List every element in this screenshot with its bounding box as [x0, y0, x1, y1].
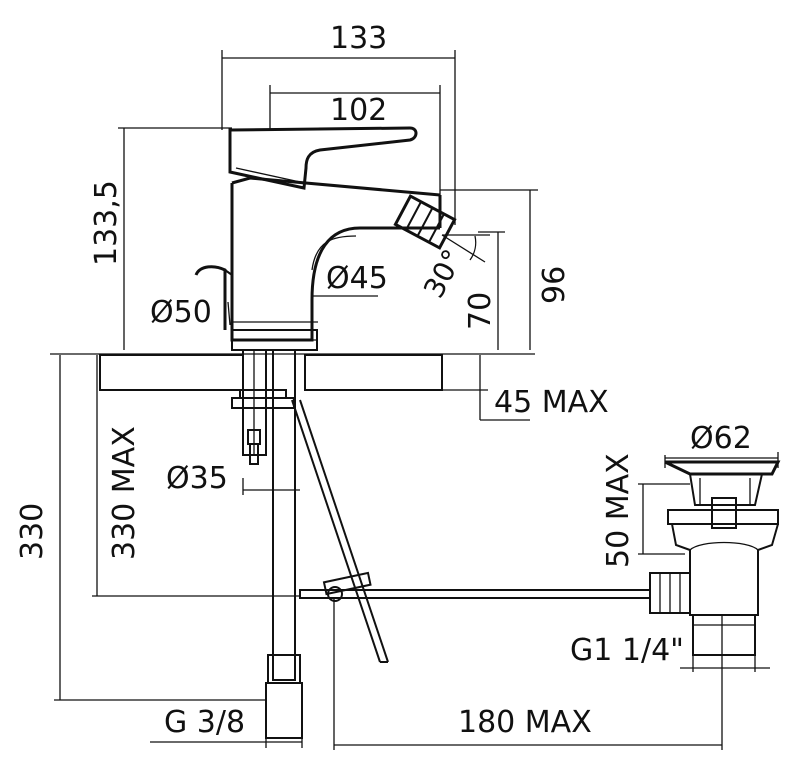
popup-rod — [291, 399, 389, 663]
dim-hose-length: 330 — [15, 503, 50, 560]
dim-height-overall: 133,5 — [89, 180, 124, 266]
dim-width-spout: 102 — [330, 93, 387, 128]
countertop-section — [50, 353, 535, 391]
dim-waste-diameter: Ø62 — [690, 421, 752, 456]
lever-handle — [228, 126, 418, 190]
dim-waste-thread: G1 1/4" — [570, 633, 684, 668]
dim-body-diameter: Ø45 — [326, 261, 388, 296]
popup-lever — [194, 265, 233, 330]
dimension-lines — [54, 50, 779, 750]
dim-spray-angle: 30° — [417, 244, 469, 303]
dim-width-overall: 133 — [330, 21, 387, 56]
waste-assembly — [649, 460, 781, 656]
dim-below-deck-max: 330 MAX — [107, 426, 142, 560]
dim-base-diameter: Ø50 — [150, 295, 212, 330]
linkage-rod — [299, 571, 651, 602]
braided-hose — [265, 349, 303, 739]
mounting-shank — [231, 349, 295, 465]
dim-deck-thickness: 45 MAX — [494, 385, 609, 420]
dim-spout-height: 70 — [463, 292, 498, 330]
dim-outlet-height: 96 — [537, 266, 572, 304]
dim-popup-rod-length: 180 MAX — [458, 705, 592, 740]
dim-waste-height: 50 MAX — [601, 453, 636, 568]
spray-head — [393, 194, 490, 263]
dim-hose-thread: G 3/8 — [164, 705, 245, 740]
dim-hole-diameter: Ø35 — [166, 461, 228, 496]
